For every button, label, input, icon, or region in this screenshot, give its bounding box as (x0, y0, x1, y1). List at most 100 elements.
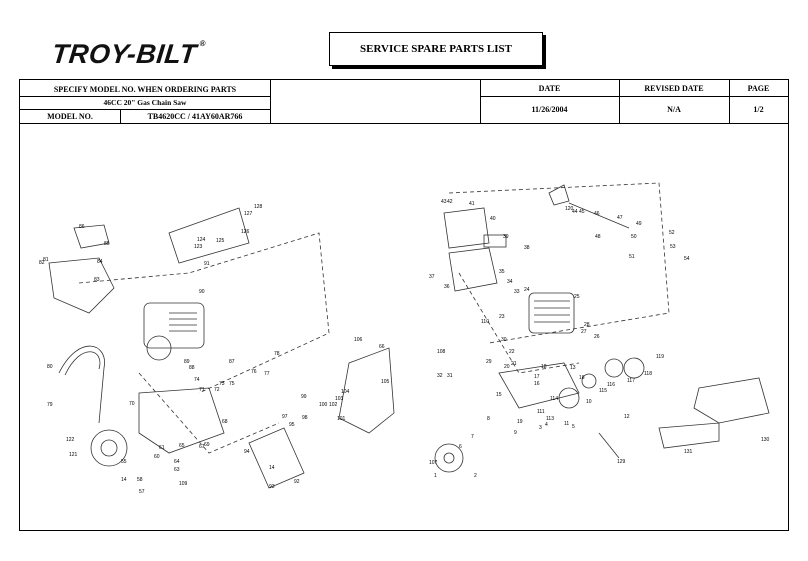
callout-95: 95 (289, 422, 295, 428)
callout-105: 105 (381, 379, 390, 385)
callout-22: 22 (509, 349, 515, 355)
callout-80: 80 (47, 364, 53, 370)
callout-10: 10 (586, 399, 592, 405)
callout-25: 25 (574, 294, 580, 300)
callout-115: 115 (599, 388, 607, 394)
callout-123: 123 (194, 244, 203, 250)
callout-42: 42 (447, 199, 453, 205)
callout-74: 74 (194, 377, 200, 383)
callout-43: 43 (441, 199, 447, 205)
date-value: 11/26/2004 (531, 105, 568, 114)
callout-33: 33 (514, 289, 520, 295)
callout-89: 89 (184, 359, 190, 365)
callout-21: 21 (511, 361, 517, 367)
callout-9: 9 (514, 430, 517, 436)
callout-23: 23 (499, 314, 505, 320)
callout-131: 131 (684, 449, 693, 455)
callout-38: 38 (524, 245, 530, 251)
model-number: TB4620CC / 41AY60AR766 (147, 111, 243, 121)
callout-75: 75 (229, 381, 235, 387)
callout-88: 88 (189, 365, 195, 371)
callout-36: 36 (444, 284, 450, 290)
date-label: DATE (538, 83, 561, 93)
callout-52: 52 (669, 230, 675, 236)
callout-97: 97 (282, 414, 288, 420)
callout-32: 32 (437, 373, 443, 379)
callout-126: 126 (241, 229, 250, 235)
callout-103: 103 (335, 396, 344, 402)
callout-94: 94 (244, 449, 250, 455)
callout-2: 2 (474, 473, 477, 479)
callout-71: 71 (199, 387, 205, 393)
page-number: 1/2 (753, 105, 764, 114)
specify-model-note: SPECIFY MODEL NO. WHEN ORDERING PARTS (53, 84, 237, 94)
callout-44: 44 (572, 209, 578, 215)
callout-120: 120 (565, 206, 574, 212)
callout-4: 4 (545, 422, 548, 428)
callout-40: 40 (490, 216, 496, 222)
callout-109: 109 (179, 481, 188, 487)
revised-date-label: REVISED DATE (644, 83, 704, 93)
callout-114: 114 (550, 396, 558, 402)
callout-99: 99 (301, 394, 307, 400)
callout-67: 67 (199, 444, 205, 450)
callout-122: 122 (66, 437, 75, 443)
callout-28: 28 (584, 322, 590, 328)
callout-31: 31 (447, 373, 453, 379)
document-title: SERVICE SPARE PARTS LIST (329, 32, 543, 66)
callout-92: 92 (294, 479, 300, 485)
callout-98: 98 (302, 415, 308, 421)
title-text: SERVICE SPARE PARTS LIST (360, 43, 512, 55)
product-description: 46CC 20" Gas Chain Saw (103, 98, 187, 107)
callout-11: 11 (564, 421, 569, 427)
callout-100: 100 (319, 402, 328, 408)
callout-8: 8 (487, 416, 490, 422)
callout-81: 81 (43, 257, 49, 263)
callout-30: 30 (501, 337, 507, 343)
callout-49: 49 (636, 221, 642, 227)
callout-68: 68 (222, 419, 228, 425)
callout-63: 63 (174, 467, 180, 473)
callout-58: 58 (137, 477, 143, 483)
callout-65: 65 (179, 443, 185, 449)
parts-sheet-frame: SPECIFY MODEL NO. WHEN ORDERING PARTS 46… (19, 79, 789, 531)
logo-text: TROY-BILT (50, 39, 199, 69)
registered-mark: ® (199, 39, 207, 48)
callout-130: 130 (761, 437, 770, 443)
callout-101: 101 (337, 416, 346, 422)
callout-53: 53 (670, 244, 676, 250)
callout-5: 5 (572, 424, 575, 430)
callout-113: 113 (546, 416, 554, 422)
callout-60: 60 (154, 454, 160, 460)
callout-124: 124 (197, 237, 206, 243)
callout-73: 73 (219, 381, 225, 387)
callout-129: 129 (617, 459, 626, 465)
callout-119: 119 (656, 354, 664, 360)
callout-50: 50 (631, 234, 637, 240)
callout-110: 110 (481, 319, 489, 325)
callout-6: 6 (459, 444, 462, 450)
callout-107: 107 (429, 460, 438, 466)
callout-117: 117 (627, 378, 635, 384)
callout-3: 3 (539, 425, 542, 431)
callout-82: 82 (39, 260, 45, 266)
callout-102: 102 (329, 402, 338, 408)
callout-104: 104 (341, 389, 350, 395)
callout-70: 70 (129, 401, 135, 407)
callout-76: 76 (251, 369, 257, 375)
callout-7: 7 (471, 434, 474, 440)
callout-13: 13 (570, 365, 576, 371)
callout-18: 18 (541, 364, 547, 370)
callout-1: 1 (434, 473, 437, 479)
callout-66: 66 (379, 344, 385, 350)
callout-39: 39 (503, 234, 509, 240)
callout-79: 79 (47, 402, 53, 408)
callout-87: 87 (229, 359, 235, 365)
callout-12: 12 (624, 414, 630, 420)
callout-106: 106 (354, 337, 363, 343)
callout-35: 35 (499, 269, 505, 275)
callout-127: 127 (244, 211, 253, 217)
callout-20: 20 (504, 364, 510, 370)
callout-19: 19 (517, 419, 523, 425)
callout-14b: 14 (269, 465, 275, 471)
